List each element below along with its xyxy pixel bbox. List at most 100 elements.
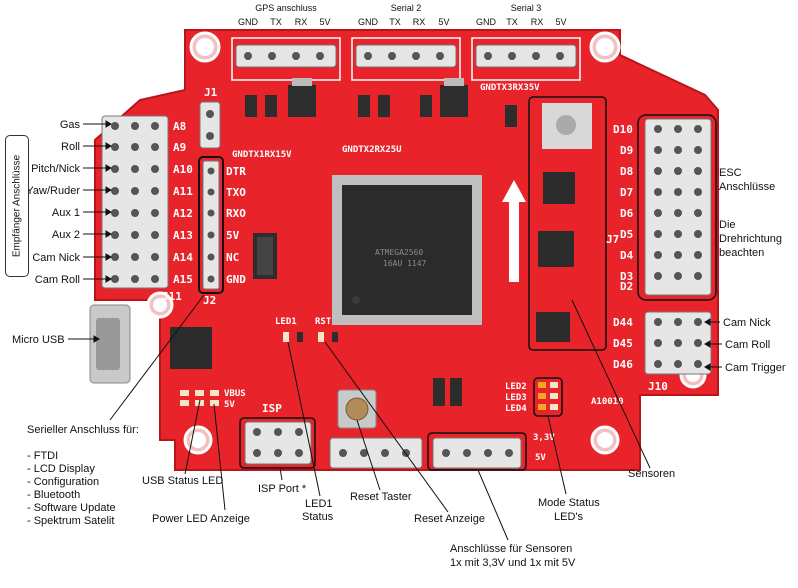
regulators bbox=[245, 78, 517, 127]
gps-pin-gnd: GND bbox=[238, 17, 259, 27]
esc-header bbox=[644, 118, 712, 296]
cam-pin-labels: D44 D45 D46 bbox=[613, 316, 633, 371]
silk-led3: LED3 bbox=[505, 393, 527, 403]
silk-d9: D9 bbox=[620, 144, 633, 157]
label-sensoren: Sensoren bbox=[628, 468, 675, 480]
silk-ftdi-gnd: GND bbox=[226, 273, 246, 286]
label-micro-usb: Micro USB bbox=[12, 334, 65, 346]
silk-a9: A9 bbox=[173, 141, 186, 154]
silk-j11: J11 bbox=[162, 290, 182, 303]
mcu-label-line1: ATMEGA2560 bbox=[375, 248, 423, 257]
esc-box bbox=[637, 114, 717, 301]
label-cam-nick-left: Cam Nick bbox=[32, 252, 80, 264]
j1-header bbox=[199, 101, 221, 149]
silk-isp: ISP bbox=[262, 402, 282, 415]
serial2-pin-5v: 5V bbox=[438, 17, 449, 27]
bottom-leader-lines bbox=[184, 341, 567, 541]
receiver-header bbox=[101, 115, 169, 289]
label-sensor-ports-1: Anschlüsse für Sensoren bbox=[450, 543, 572, 555]
silk-serial3: GNDTX3RX35V bbox=[480, 83, 540, 93]
silk-a8: A8 bbox=[173, 120, 186, 133]
silk-ftdi-5v: 5V bbox=[226, 229, 240, 242]
silk-led2: LED2 bbox=[505, 382, 527, 392]
serial2-pin-tx: TX bbox=[389, 17, 401, 27]
silk-d7: D7 bbox=[620, 186, 633, 199]
serial3-pin-rx: RX bbox=[531, 17, 544, 27]
silk-rst: RST bbox=[315, 317, 332, 327]
silk-a13: A13 bbox=[173, 229, 193, 242]
silk-led1: LED1 bbox=[275, 317, 297, 327]
silk-d4: D4 bbox=[620, 249, 634, 262]
serial3-header-title: Serial 3 bbox=[511, 3, 542, 13]
label-gas: Gas bbox=[60, 119, 81, 131]
serial2-pin-rx: RX bbox=[413, 17, 426, 27]
micro-usb-connector bbox=[89, 304, 131, 384]
label-anschluesse: Anschlüsse bbox=[719, 181, 775, 193]
sensor-chips bbox=[536, 103, 592, 342]
serial-note-spektrum: - Spektrum Satelit bbox=[27, 515, 115, 527]
silk-5v-led: 5V bbox=[224, 400, 235, 410]
mcu-atmega2560 bbox=[332, 175, 482, 325]
label-cam-roll-left: Cam Roll bbox=[35, 274, 80, 286]
silk-d10: D10 bbox=[613, 123, 633, 136]
silk-rxo: RXO bbox=[226, 207, 246, 220]
usb-chip bbox=[170, 327, 212, 369]
left-arrows bbox=[83, 120, 112, 283]
ftdi-pin-labels: DTR TXO RXO 5V NC GND bbox=[226, 165, 246, 286]
label-yaw-ruder: Yaw/Ruder bbox=[26, 185, 80, 197]
serial-note-title: Serieller Anschluss für: bbox=[27, 424, 139, 436]
mosfet-cluster bbox=[433, 378, 462, 406]
silk-serial2: GNDTX2RX25U bbox=[342, 145, 402, 155]
silk-d8: D8 bbox=[620, 165, 633, 178]
label-reset-anzeige: Reset Anzeige bbox=[414, 513, 485, 525]
label-roll: Roll bbox=[61, 141, 80, 153]
serial2-header-title: Serial 2 bbox=[391, 3, 422, 13]
silk-a15: A15 bbox=[173, 273, 193, 286]
cam-header bbox=[644, 311, 712, 375]
label-cam-roll-right: Cam Roll bbox=[725, 339, 770, 351]
label-cam-nick-right: Cam Nick bbox=[723, 317, 771, 329]
receiver-side-box: Empfänger Anschlüsse bbox=[5, 135, 29, 277]
silk-a12: A12 bbox=[173, 207, 193, 220]
gps-pin-5v: 5V bbox=[319, 17, 330, 27]
label-power-led: Power LED Anzeige bbox=[152, 513, 250, 525]
micro-usb-arrow bbox=[68, 335, 100, 343]
reset-button bbox=[337, 389, 377, 429]
left-labels: Gas Roll Pitch/Nick Yaw/Ruder Aux 1 Aux … bbox=[26, 119, 80, 286]
serial3-pin-gnd: GND bbox=[476, 17, 497, 27]
label-sensor-ports-2: 1x mit 3,3V und 1x mit 5V bbox=[450, 557, 576, 569]
silk-nc: NC bbox=[226, 251, 239, 264]
top-pin-labels: GND TX RX 5V GND TX RX 5V GND TX RX 5V bbox=[238, 17, 567, 27]
silk-dtr: DTR bbox=[226, 165, 246, 178]
silk-vbus: VBUS bbox=[224, 389, 246, 399]
label-mode-status: Mode Status bbox=[538, 497, 600, 509]
serial-note-lcd: - LCD Display bbox=[27, 463, 95, 475]
sensoren-leader bbox=[571, 299, 651, 469]
receiver-pins bbox=[111, 122, 159, 283]
silk-5v-sensor: 5V bbox=[535, 453, 546, 463]
sensor-port-header-left bbox=[329, 437, 423, 469]
mounting-holes bbox=[146, 31, 707, 455]
label-aux2: Aux 2 bbox=[52, 229, 80, 241]
cam-arrows bbox=[704, 318, 722, 371]
serial-note-ftdi: - FTDI bbox=[27, 450, 59, 462]
serial-note-bluetooth: - Bluetooth bbox=[27, 489, 81, 501]
silk-d5: D5 bbox=[620, 228, 633, 241]
isp-header bbox=[239, 417, 316, 469]
silk-j10: J10 bbox=[648, 380, 668, 393]
label-mode-leds: LED's bbox=[554, 511, 583, 523]
ftdi-header bbox=[198, 156, 224, 294]
label-led1: LED1 bbox=[305, 498, 333, 510]
silk-j2: J2 bbox=[203, 294, 216, 307]
serial3-pin-tx: TX bbox=[506, 17, 518, 27]
direction-arrow bbox=[502, 180, 526, 282]
silk-serial1: GNDTX1RX15V bbox=[232, 150, 292, 160]
silk-txo: TXO bbox=[226, 186, 246, 199]
label-drehrichtung: Drehrichtung bbox=[719, 233, 782, 245]
sensor-port-header-right bbox=[427, 432, 527, 471]
digital-pin-labels: D10 D9 D8 D7 D6 D5 D4 D3 D2 bbox=[613, 123, 634, 293]
serial3-pin-5v: 5V bbox=[555, 17, 566, 27]
label-beachten: beachten bbox=[719, 247, 764, 259]
silk-d45: D45 bbox=[613, 337, 633, 350]
